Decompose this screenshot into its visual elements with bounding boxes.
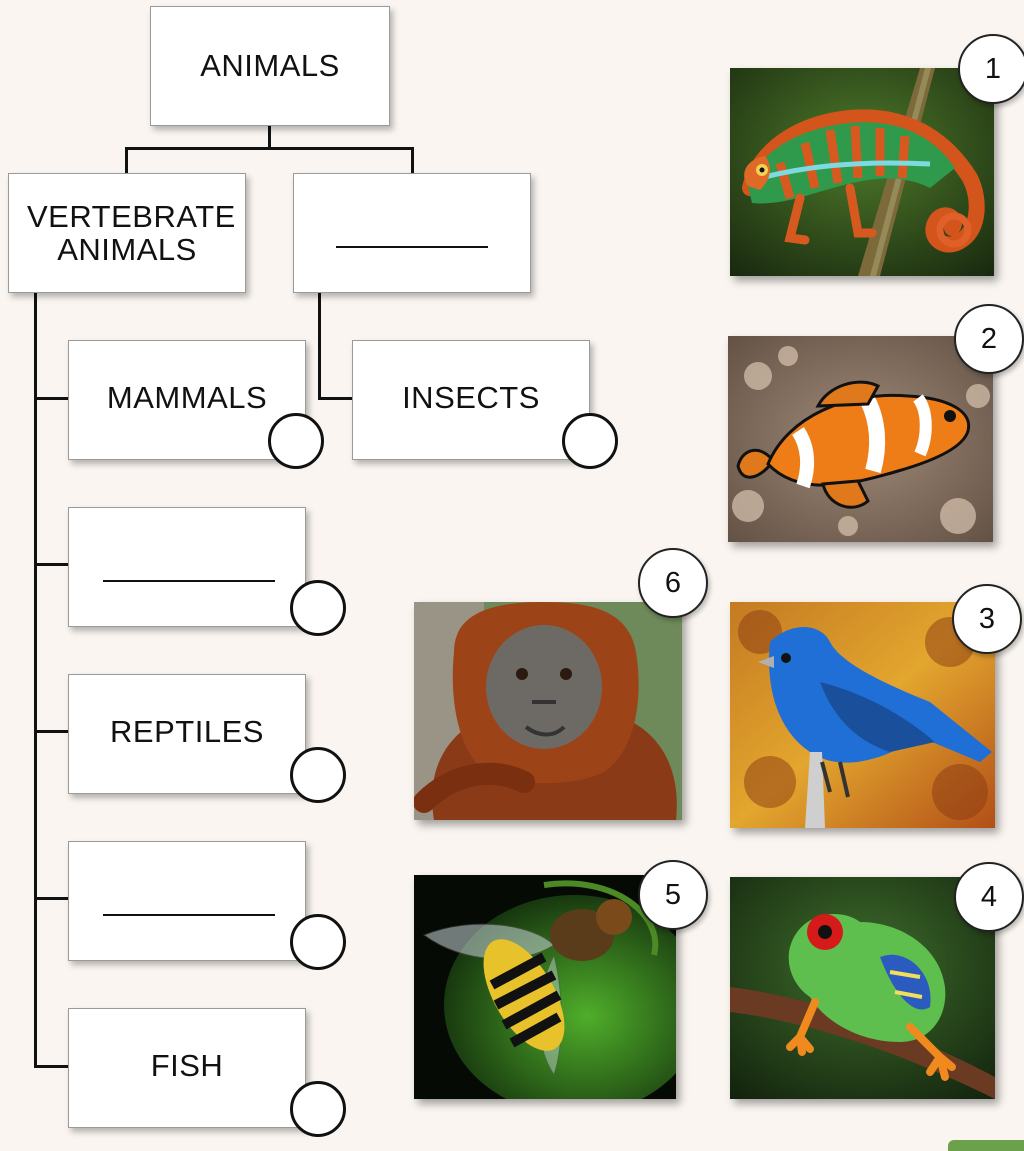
hoverfly-icon [414,875,676,1099]
photo-tree-frog [730,877,995,1099]
branch-insects [318,397,354,400]
photo-number-label: 2 [981,323,997,356]
reptiles-answer-circle[interactable] [290,747,346,803]
photo-number-2: 2 [954,304,1024,374]
vertebrate-box: VERTEBRATE ANIMALS [8,173,246,293]
answer-line [336,246,488,248]
blank-1-answer-circle[interactable] [290,580,346,636]
insects-box: INSECTS [352,340,590,460]
insects-label: INSECTS [402,381,540,414]
next-page-tab[interactable] [948,1140,1024,1151]
photo-number-label: 3 [979,603,995,636]
photo-clownfish [728,336,993,542]
branch-fish [34,1065,70,1068]
blank-2-answer-circle[interactable] [290,914,346,970]
mammals-label: MAMMALS [107,381,267,414]
fish-label: FISH [151,1049,224,1082]
answer-line [103,914,275,916]
branch-mammals [34,397,70,400]
photo-number-label: 4 [981,881,997,914]
insects-answer-circle[interactable] [562,413,618,469]
animals-box: ANIMALS [150,6,390,126]
chameleon-icon [730,68,994,276]
fish-box: FISH [68,1008,306,1128]
invertebrate-drop [411,147,414,175]
photo-number-4: 4 [954,862,1024,932]
vertebrate-drop [125,147,128,175]
photo-orangutan [414,602,682,820]
vertebrate-label: VERTEBRATE ANIMALS [27,200,227,267]
branch-blank-1 [34,563,70,566]
root-stem [268,124,271,149]
photo-blue-bird [730,602,995,828]
blue-bird-icon [730,602,995,828]
reptiles-label: REPTILES [110,715,264,748]
fish-answer-circle[interactable] [290,1081,346,1137]
photo-number-label: 6 [665,567,681,600]
photo-hoverfly [414,875,676,1099]
animals-label: ANIMALS [200,49,340,82]
clownfish-icon [728,336,993,542]
root-horizontal [125,147,414,150]
photo-number-5: 5 [638,860,708,930]
invertebrate-blank-box[interactable] [293,173,531,293]
photo-number-label: 1 [985,53,1001,86]
vertebrate-trunk [34,290,37,1068]
photo-number-label: 5 [665,879,681,912]
answer-line [103,580,275,582]
branch-reptiles [34,730,70,733]
photo-number-3: 3 [952,584,1022,654]
photo-number-6: 6 [638,548,708,618]
red-eyed-tree-frog-icon [730,877,995,1099]
blank-box-2[interactable] [68,841,306,961]
blank-box-1[interactable] [68,507,306,627]
orangutan-icon [414,602,682,820]
invertebrate-trunk [318,290,321,400]
photo-number-1: 1 [958,34,1024,104]
photo-chameleon [730,68,994,276]
reptiles-box: REPTILES [68,674,306,794]
mammals-answer-circle[interactable] [268,413,324,469]
branch-blank-2 [34,897,70,900]
